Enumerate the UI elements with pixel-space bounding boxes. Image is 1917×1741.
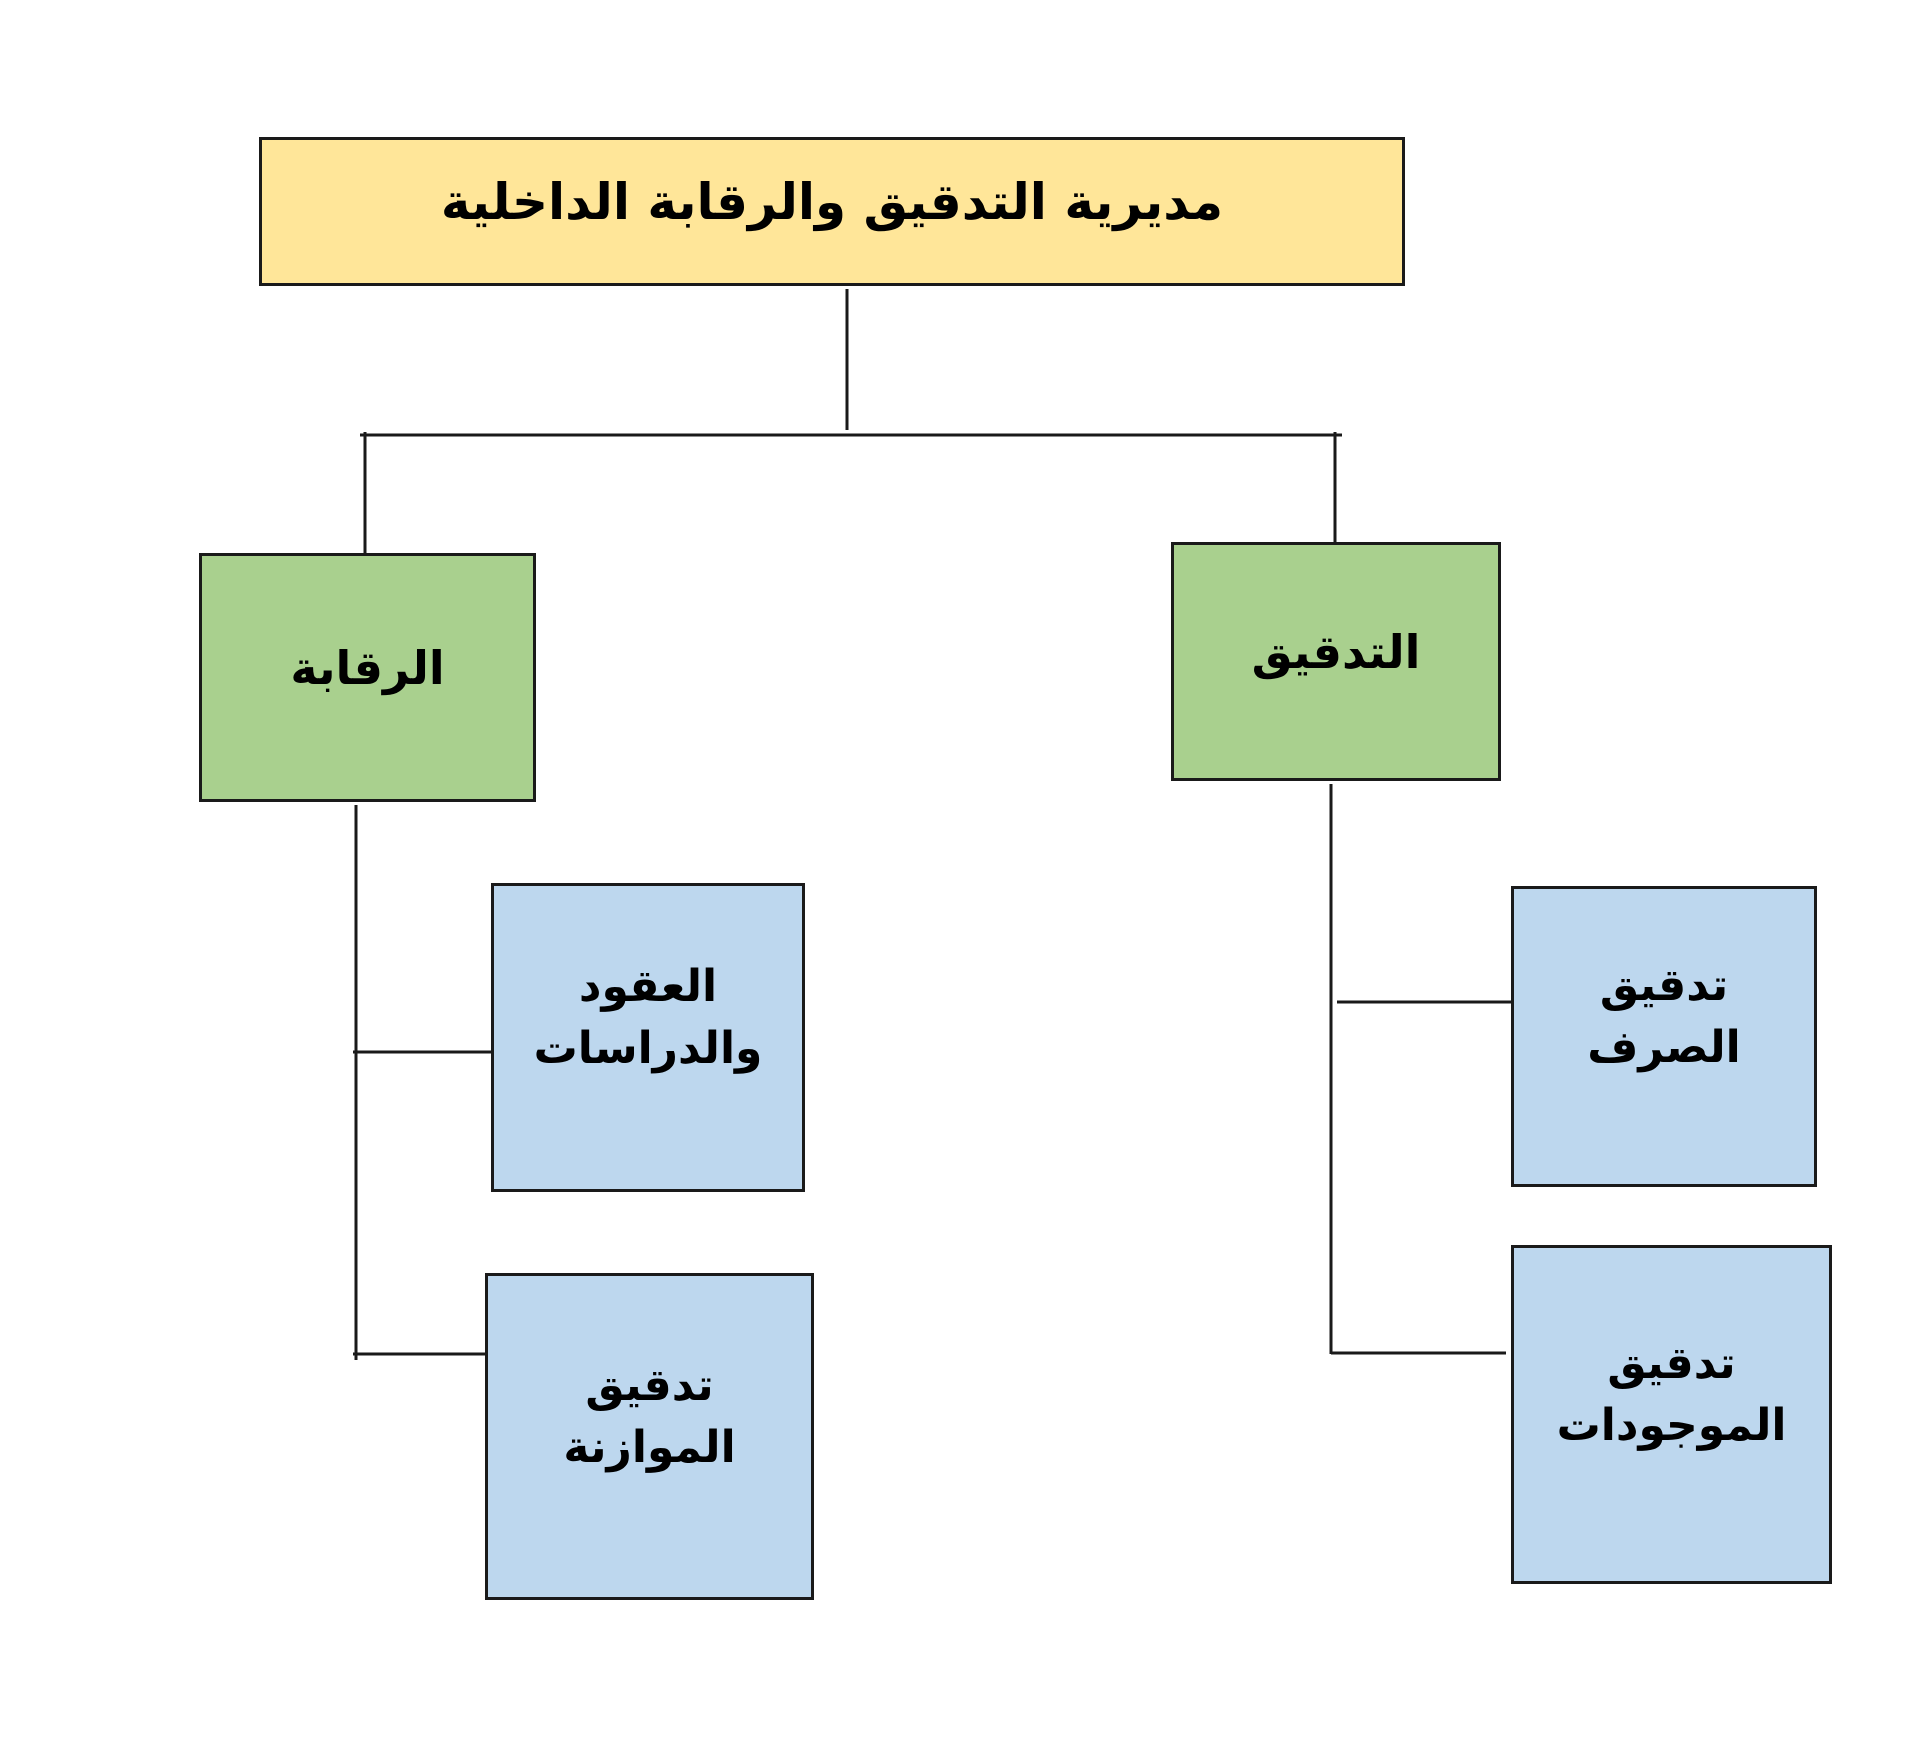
- root-box-label: مديرية التدقيق والرقابة الداخلية: [440, 172, 1224, 231]
- unit-box-spending-audit: تدقيق الصرف: [1511, 886, 1817, 1187]
- unit-box-budget-audit: تدقيق الموازنة: [485, 1273, 814, 1600]
- root-box-internal-audit-directorate: مديرية التدقيق والرقابة الداخلية: [259, 137, 1405, 286]
- unit-contracts-label: العقود والدراسات: [533, 960, 763, 1074]
- division-box-control: الرقابة: [199, 553, 536, 802]
- division-box-audit: التدقيق: [1171, 542, 1501, 781]
- unit-assets-label: تدقيق الموجودات: [1556, 1337, 1787, 1451]
- unit-box-contracts-studies: العقود والدراسات: [491, 883, 805, 1192]
- unit-budget-label: تدقيق الموازنة: [563, 1359, 736, 1473]
- unit-box-assets-audit: تدقيق الموجودات: [1511, 1245, 1832, 1584]
- division-audit-label: التدقيق: [1251, 624, 1421, 679]
- division-control-label: الرقابة: [290, 640, 445, 695]
- unit-spending-label: تدقيق الصرف: [1587, 959, 1741, 1073]
